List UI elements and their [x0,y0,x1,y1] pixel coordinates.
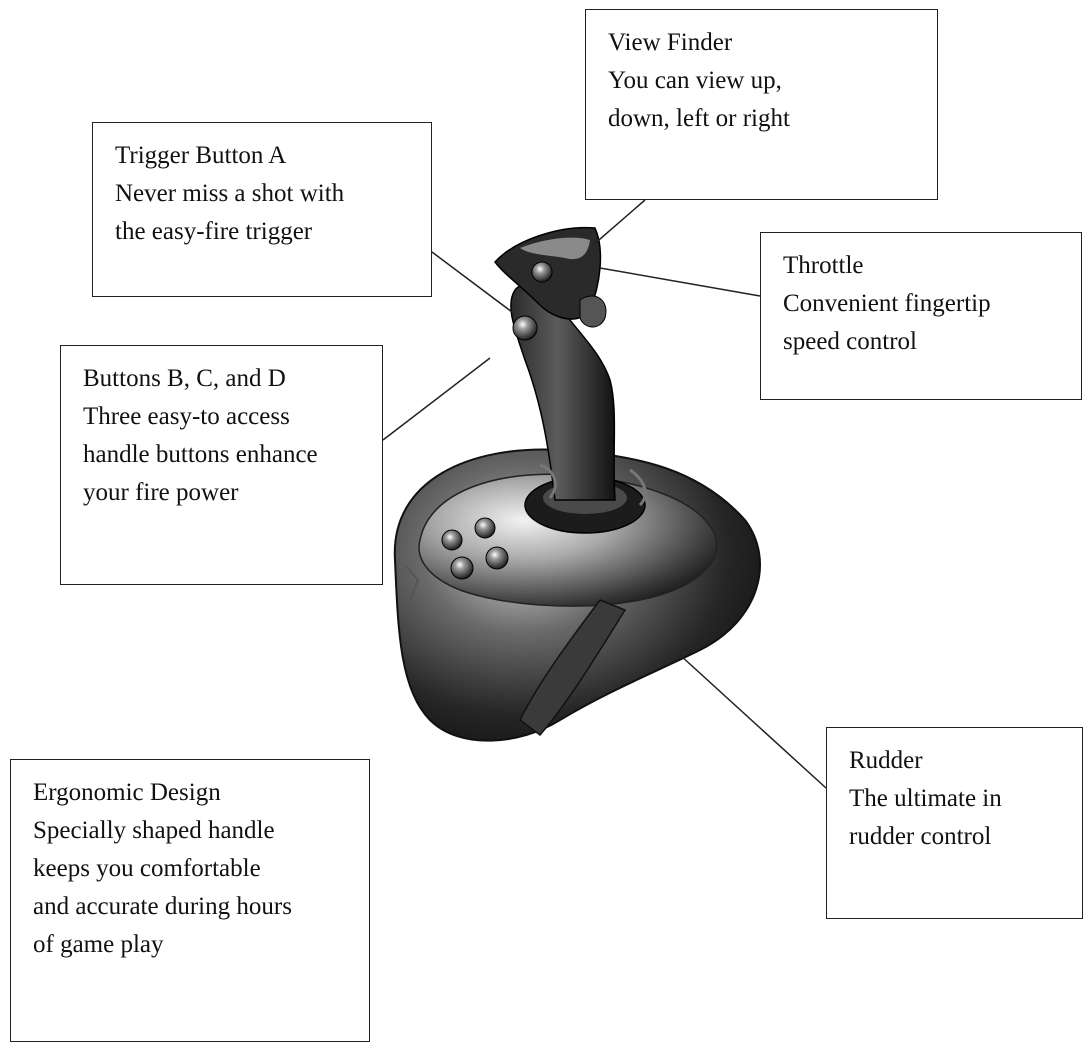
callout-text: keeps you comfortable [33,855,261,882]
callout-buttons-bcd: Buttons B, C, and D Three easy-to access… [60,345,383,585]
callout-trigger-button-a: Trigger Button A Never miss a shot with … [92,122,432,297]
callout-view-finder: View Finder You can view up, down, left … [585,9,938,200]
callout-text: Specially shaped handle [33,817,275,844]
view-finder-hat [531,261,553,283]
base-button [485,546,509,570]
callout-throttle: Throttle Convenient fingertip speed cont… [760,232,1082,400]
callout-ergonomic-design: Ergonomic Design Specially shaped handle… [10,759,370,1042]
leader-throttle [599,267,761,297]
callout-text: Convenient fingertip [783,290,991,317]
rudder-wedge [519,599,627,737]
leader-view-finder [591,199,646,247]
leader-trigger-button-a [431,251,513,313]
callout-text: Never miss a shot with [115,180,345,207]
callout-text: speed control [783,328,917,355]
callout-text: your fire power [83,479,239,506]
callout-text: The ultimate in [849,785,1002,812]
callout-text: down, left or right [608,105,790,132]
callout-text: of game play [33,931,164,958]
callout-title: Rudder [849,747,923,774]
leader-rudder [679,654,827,789]
leader-buttons-bcd [382,357,491,441]
handle-button [512,315,538,341]
callout-text: rudder control [849,823,992,850]
callout-title: Buttons B, C, and D [83,365,286,392]
callout-rudder: Rudder The ultimate in rudder control [826,727,1083,919]
callout-title: Trigger Button A [115,142,287,169]
base-button [441,529,463,551]
throttle-knob [579,295,607,328]
callout-title: Throttle [783,252,864,279]
base-button [474,517,496,539]
callout-title: Ergonomic Design [33,779,221,806]
callout-text: the easy-fire trigger [115,218,313,245]
callout-text: handle buttons enhance [83,441,318,468]
callout-title: View Finder [608,29,733,56]
callout-text: and accurate during hours [33,893,292,920]
callout-text: You can view up, [608,67,782,94]
callout-text: Three easy-to access [83,403,290,430]
base-button [450,556,474,580]
